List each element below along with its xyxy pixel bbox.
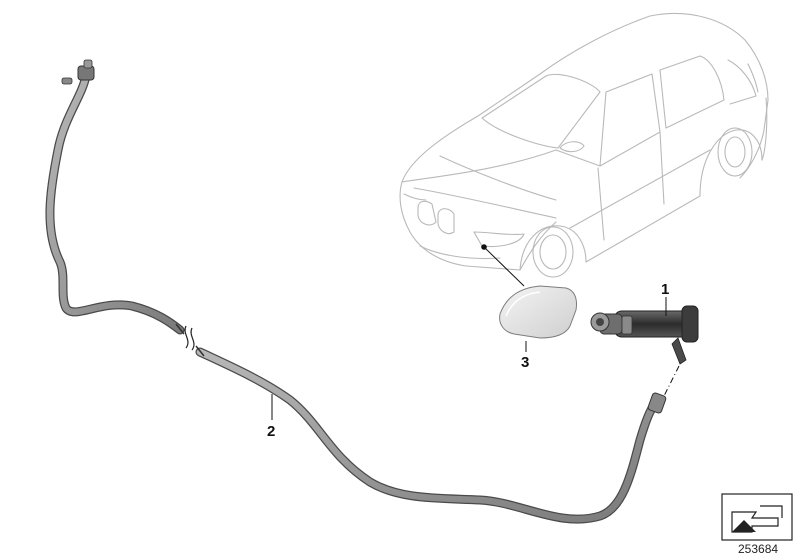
callout-1: 1 [661, 281, 669, 298]
car-outline-icon [399, 12, 769, 278]
diagram-number: 253684 [738, 542, 778, 556]
callout-2: 2 [267, 423, 275, 440]
washer-hose [45, 59, 667, 524]
nozzle-cover-cap [499, 285, 577, 339]
leader-line-marker [484, 247, 525, 287]
hose-break-symbol [184, 325, 195, 351]
arrow-corner-icon [721, 493, 793, 541]
washer-nozzle [590, 305, 699, 365]
connection-line [663, 365, 680, 397]
callout-3: 3 [521, 354, 529, 371]
